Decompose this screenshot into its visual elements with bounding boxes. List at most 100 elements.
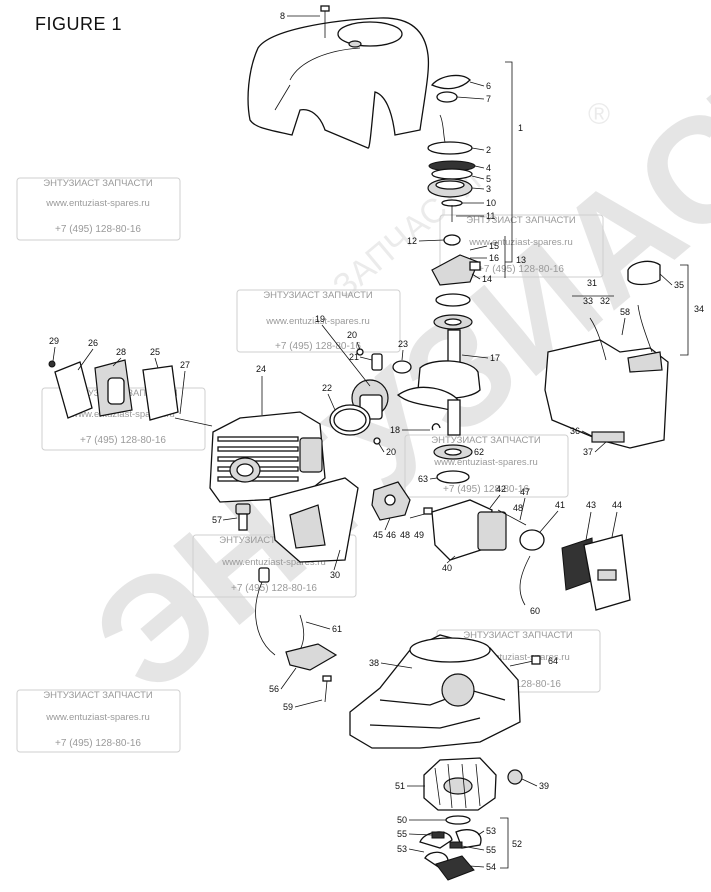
callout-53a: 53 <box>486 826 496 836</box>
watermark-label-5: ЭНТУЗИАСТ ЗАПЧАСТИ www.entuziast-spares.… <box>404 434 569 498</box>
watermark-label-phone: +7 (495) 128-80-16 <box>231 583 317 594</box>
watermark-label-title: ЭНТУЗИАСТ ЗАПЧАСТИ <box>219 535 329 546</box>
callout-63: 63 <box>418 474 428 484</box>
callout-57: 57 <box>212 515 222 525</box>
callout-36: 36 <box>570 426 580 436</box>
callout-35: 35 <box>674 280 684 290</box>
callout-8: 8 <box>280 11 285 21</box>
callout-17: 17 <box>490 353 500 363</box>
callout-64: 64 <box>548 656 558 666</box>
screw-8 <box>320 5 330 38</box>
carburetor-40 <box>431 499 545 606</box>
watermark-label-url: www.entuziast-spares.ru <box>468 237 572 248</box>
callout-56: 56 <box>269 684 279 694</box>
callout-5: 5 <box>486 174 491 184</box>
callout-49: 49 <box>414 530 424 540</box>
callout-40: 40 <box>442 563 452 573</box>
watermark-label-url: www.entuziast-spares.ru <box>265 316 369 327</box>
callout-34: 34 <box>694 304 704 314</box>
callout-22: 22 <box>322 383 332 393</box>
callout-53b: 53 <box>397 844 407 854</box>
watermark-label-title: ЭНТУЗИАСТ ЗАПЧАСТИ <box>43 690 153 701</box>
watermark-label-phone: +7 (495) 128-80-16 <box>80 435 166 446</box>
callout-45: 45 <box>373 530 383 540</box>
watermark-label-url: www.entuziast-spares.ru <box>221 557 325 568</box>
watermark-label-url: www.entuziast-spares.ru <box>433 457 537 468</box>
watermark-label-url: www.entuziast-spares.ru <box>45 198 149 209</box>
callout-13: 13 <box>516 255 526 265</box>
callout-60: 60 <box>530 606 540 616</box>
watermark-label-phone: +7 (495) 128-80-16 <box>55 224 141 235</box>
watermark-label-title: ЭНТУЗИАСТ ЗАПЧАСТИ <box>431 435 541 446</box>
watermark-label-phone: +7 (495) 128-80-16 <box>275 341 361 352</box>
callout-46: 46 <box>386 530 396 540</box>
callout-29: 29 <box>49 336 59 346</box>
callout-24: 24 <box>256 364 266 374</box>
callout-3: 3 <box>486 184 491 194</box>
watermark-label-title: ЭНТУЗИАСТ ЗАПЧАСТИ <box>263 290 373 301</box>
callout-1: 1 <box>518 123 523 133</box>
cylinder-24 <box>209 411 326 503</box>
callout-15: 15 <box>489 241 499 251</box>
bolt-64 <box>509 655 541 667</box>
muffler-assembly <box>48 359 213 427</box>
callout-10: 10 <box>486 198 496 208</box>
callout-55b: 55 <box>486 845 496 855</box>
watermark-label-phone: +7 (495) 128-80-16 <box>478 264 564 275</box>
watermark-label-title: ЭНТУЗИАСТ ЗАПЧАСТИ <box>43 178 153 189</box>
callout-44: 44 <box>612 500 622 510</box>
fuel-tank-assembly <box>544 260 669 449</box>
watermark-label-1: ЭНТУЗИАСТ ЗАПЧАСТИ www.entuziast-spares.… <box>16 177 181 241</box>
callout-61: 61 <box>332 624 342 634</box>
callout-18: 18 <box>390 425 400 435</box>
callout-2: 2 <box>486 145 491 155</box>
watermark-label-phone: +7 (495) 128-80-16 <box>443 484 529 495</box>
callout-48b: 48 <box>513 503 523 513</box>
watermark-label-phone: +7 (495) 128-80-16 <box>55 738 141 749</box>
callout-59: 59 <box>283 702 293 712</box>
callout-19: 19 <box>315 314 325 324</box>
callout-27: 27 <box>180 360 190 370</box>
callout-20a: 20 <box>347 330 357 340</box>
callout-20b: 20 <box>386 447 396 457</box>
callout-31: 31 <box>587 278 597 288</box>
callout-43: 43 <box>586 500 596 510</box>
watermark-label-url: www.entuziast-spares.ru <box>70 409 174 420</box>
callout-51: 51 <box>395 781 405 791</box>
callout-55a: 55 <box>397 829 407 839</box>
callout-38: 38 <box>369 658 379 668</box>
watermark-label-title: ЭНТУЗИАСТ ЗАПЧАСТИ <box>463 630 573 641</box>
callout-30: 30 <box>330 570 340 580</box>
callout-6: 6 <box>486 81 491 91</box>
callout-41: 41 <box>555 500 565 510</box>
heat-shield-30 <box>269 477 359 563</box>
callout-52: 52 <box>512 839 522 849</box>
air-filter <box>561 534 631 611</box>
callout-7: 7 <box>486 94 491 104</box>
callout-14: 14 <box>482 274 492 284</box>
crankshaft-assembly <box>396 293 481 484</box>
callout-25: 25 <box>150 347 160 357</box>
callout-23: 23 <box>398 339 408 349</box>
callout-16: 16 <box>489 253 499 263</box>
watermark-label-title: ЭНТУЗИАСТ ЗАПЧАСТИ <box>466 215 576 226</box>
intake-adapter <box>371 481 433 521</box>
callout-42: 42 <box>496 484 506 494</box>
callout-12: 12 <box>407 236 417 246</box>
clutch-assembly-52 <box>419 815 482 881</box>
callout-28: 28 <box>116 347 126 357</box>
screw-59 <box>322 675 332 703</box>
callout-4: 4 <box>486 163 491 173</box>
callout-62: 62 <box>474 447 484 457</box>
callouts: 8 6 7 1 2 4 5 3 10 11 12 15 16 13 <box>49 11 704 872</box>
callout-37: 37 <box>583 447 593 457</box>
watermark-label-url: www.entuziast-spares.ru <box>465 652 569 663</box>
watermark-registered: ® <box>588 98 610 131</box>
watermark-label-3: ЭНТУЗИАСТ ЗАПЧАСТИ www.entuziast-spares.… <box>439 214 604 278</box>
spark-plug-57 <box>235 503 251 531</box>
callout-26: 26 <box>88 338 98 348</box>
callout-48a: 48 <box>400 530 410 540</box>
callout-32: 32 <box>600 296 610 306</box>
